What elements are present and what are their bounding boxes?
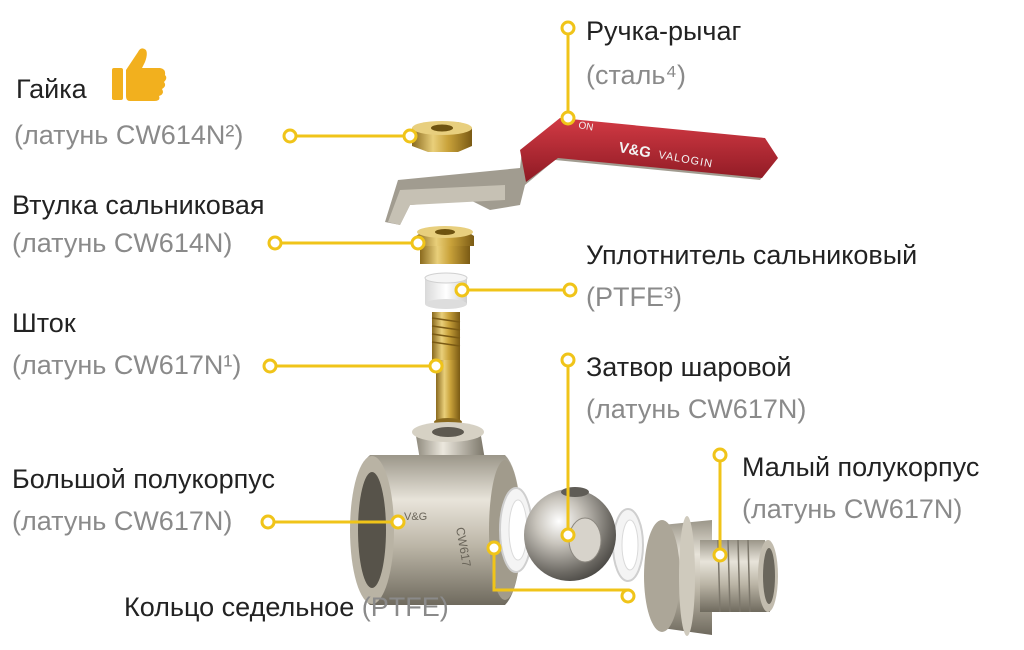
- gland-seal-part: [424, 272, 468, 309]
- stem-material: (латунь CW617N¹): [12, 350, 242, 380]
- gland-seal-name: Уплотнитель сальниковый: [586, 240, 918, 270]
- handle-material: (сталь⁴): [586, 60, 686, 90]
- nut-part: [412, 121, 472, 152]
- ball-material: (латунь CW617N): [586, 394, 807, 424]
- svg-text:V&G: V&G: [404, 511, 427, 523]
- leader-dots: [260, 20, 728, 604]
- handle-name: Ручка-рычаг: [586, 16, 742, 46]
- seat-ring-right: [612, 508, 644, 582]
- handle-lever: V&G VALOGIN ON: [385, 118, 778, 225]
- large-body-part: CW617 V&G: [350, 422, 522, 605]
- stem-name: Шток: [12, 308, 76, 338]
- handle-brand-small: ON: [577, 120, 594, 133]
- gland-sleeve-name: Втулка сальниковая: [12, 190, 265, 220]
- nut-material: (латунь CW614N²): [14, 120, 244, 150]
- gland-sleeve-part: [416, 226, 474, 264]
- gland-seal-material: (PTFE³): [586, 282, 682, 312]
- ball-name: Затвор шаровой: [586, 352, 792, 382]
- seat-ring-name: Кольцо седельное: [124, 592, 355, 622]
- large-body-material: (латунь CW617N): [12, 506, 233, 536]
- handle-brand-logo: V&G: [617, 139, 652, 161]
- svg-text:CW617: CW617: [453, 526, 474, 568]
- seat-ring-material: (PTFE): [361, 592, 449, 622]
- nut-name: Гайка: [16, 74, 87, 104]
- small-body-part: [644, 516, 778, 636]
- seat-ring-left: [499, 487, 533, 573]
- seat-ring-label: Кольцо седельное (PTFE): [124, 592, 449, 623]
- gland-sleeve-material: (латунь CW614N): [12, 228, 233, 258]
- small-body-material: (латунь CW617N): [742, 494, 963, 524]
- large-body-name: Большой полукорпус: [12, 464, 275, 494]
- small-body-name: Малый полукорпус: [742, 452, 980, 482]
- thumbs-up-icon: [112, 48, 167, 101]
